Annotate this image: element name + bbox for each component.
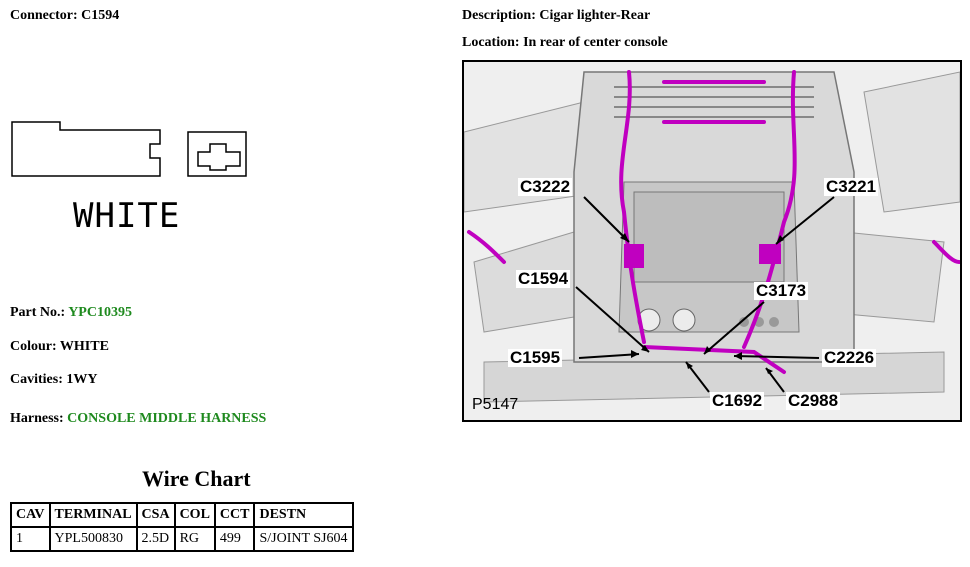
colour-value: WHITE (59, 339, 109, 354)
wire-chart-table: CAV TERMINAL CSA COL CCT DESTN 1 YPL5008… (10, 502, 354, 552)
wire-chart-title: Wire Chart (142, 466, 251, 491)
figure-id: P5147 (472, 396, 519, 413)
callout-c3221: C3221 (824, 177, 879, 196)
callout-c1595: C1595 (508, 348, 563, 367)
colour-diagram-text: WHITE (73, 196, 181, 236)
description-value: Cigar lighter-Rear (539, 8, 651, 23)
header-cav: CAV (10, 502, 51, 528)
part-no-link[interactable]: YPC10395 (68, 305, 132, 320)
harness-line: Harness: CONSOLE MIDDLE HARNESS (10, 411, 266, 427)
cell-csa: 2.5D (135, 526, 176, 552)
harness-label: Harness: (10, 411, 64, 426)
callout-c2226: C2226 (822, 348, 877, 367)
part-no-line: Part No.: YPC10395 (10, 305, 132, 321)
header-csa: CSA (135, 502, 176, 528)
cell-col: RG (173, 526, 216, 552)
colour-line: Colour: WHITE (10, 339, 109, 355)
header-destn: DESTN (253, 502, 354, 528)
callout-c3173: C3173 (754, 281, 809, 300)
cell-destn: S/JOINT SJ604 (253, 526, 354, 552)
location-value: In rear of center console (523, 35, 668, 50)
description-label: Description: (462, 8, 536, 23)
header-terminal: TERMINAL (48, 502, 138, 528)
location-line: Location: In rear of center console (462, 35, 668, 51)
cavities-label: Cavities: (10, 372, 63, 387)
location-label: Location: (462, 35, 520, 50)
cell-terminal: YPL500830 (48, 526, 138, 552)
callout-c1692: C1692 (710, 391, 765, 410)
cavities-value: 1WY (66, 372, 98, 387)
location-illustration: C3222 C3221 C1594 C3173 C1595 C2226 C169… (462, 60, 962, 422)
colour-label: Colour: (10, 339, 57, 354)
table-row: 1 YPL500830 2.5D RG 499 S/JOINT SJ604 (10, 526, 354, 552)
connector-value: C1594 (81, 8, 120, 23)
harness-link[interactable]: CONSOLE MIDDLE HARNESS (67, 411, 267, 426)
connector-outline-diagram (11, 121, 247, 177)
cavities-line: Cavities: 1WY (10, 372, 98, 388)
cell-cav: 1 (10, 526, 51, 552)
cell-cct: 499 (213, 526, 256, 552)
callout-c3222: C3222 (518, 177, 573, 196)
part-no-label: Part No.: (10, 305, 66, 320)
connector-label: Connector: (10, 8, 78, 23)
header-cct: CCT (213, 502, 256, 528)
callout-c2988: C2988 (786, 391, 841, 410)
wire-chart-header-row: CAV TERMINAL CSA COL CCT DESTN (10, 502, 354, 528)
header-col: COL (173, 502, 216, 528)
connector-line: Connector: C1594 (10, 8, 119, 24)
callout-c1594: C1594 (516, 269, 571, 288)
description-line: Description: Cigar lighter-Rear (462, 8, 650, 24)
